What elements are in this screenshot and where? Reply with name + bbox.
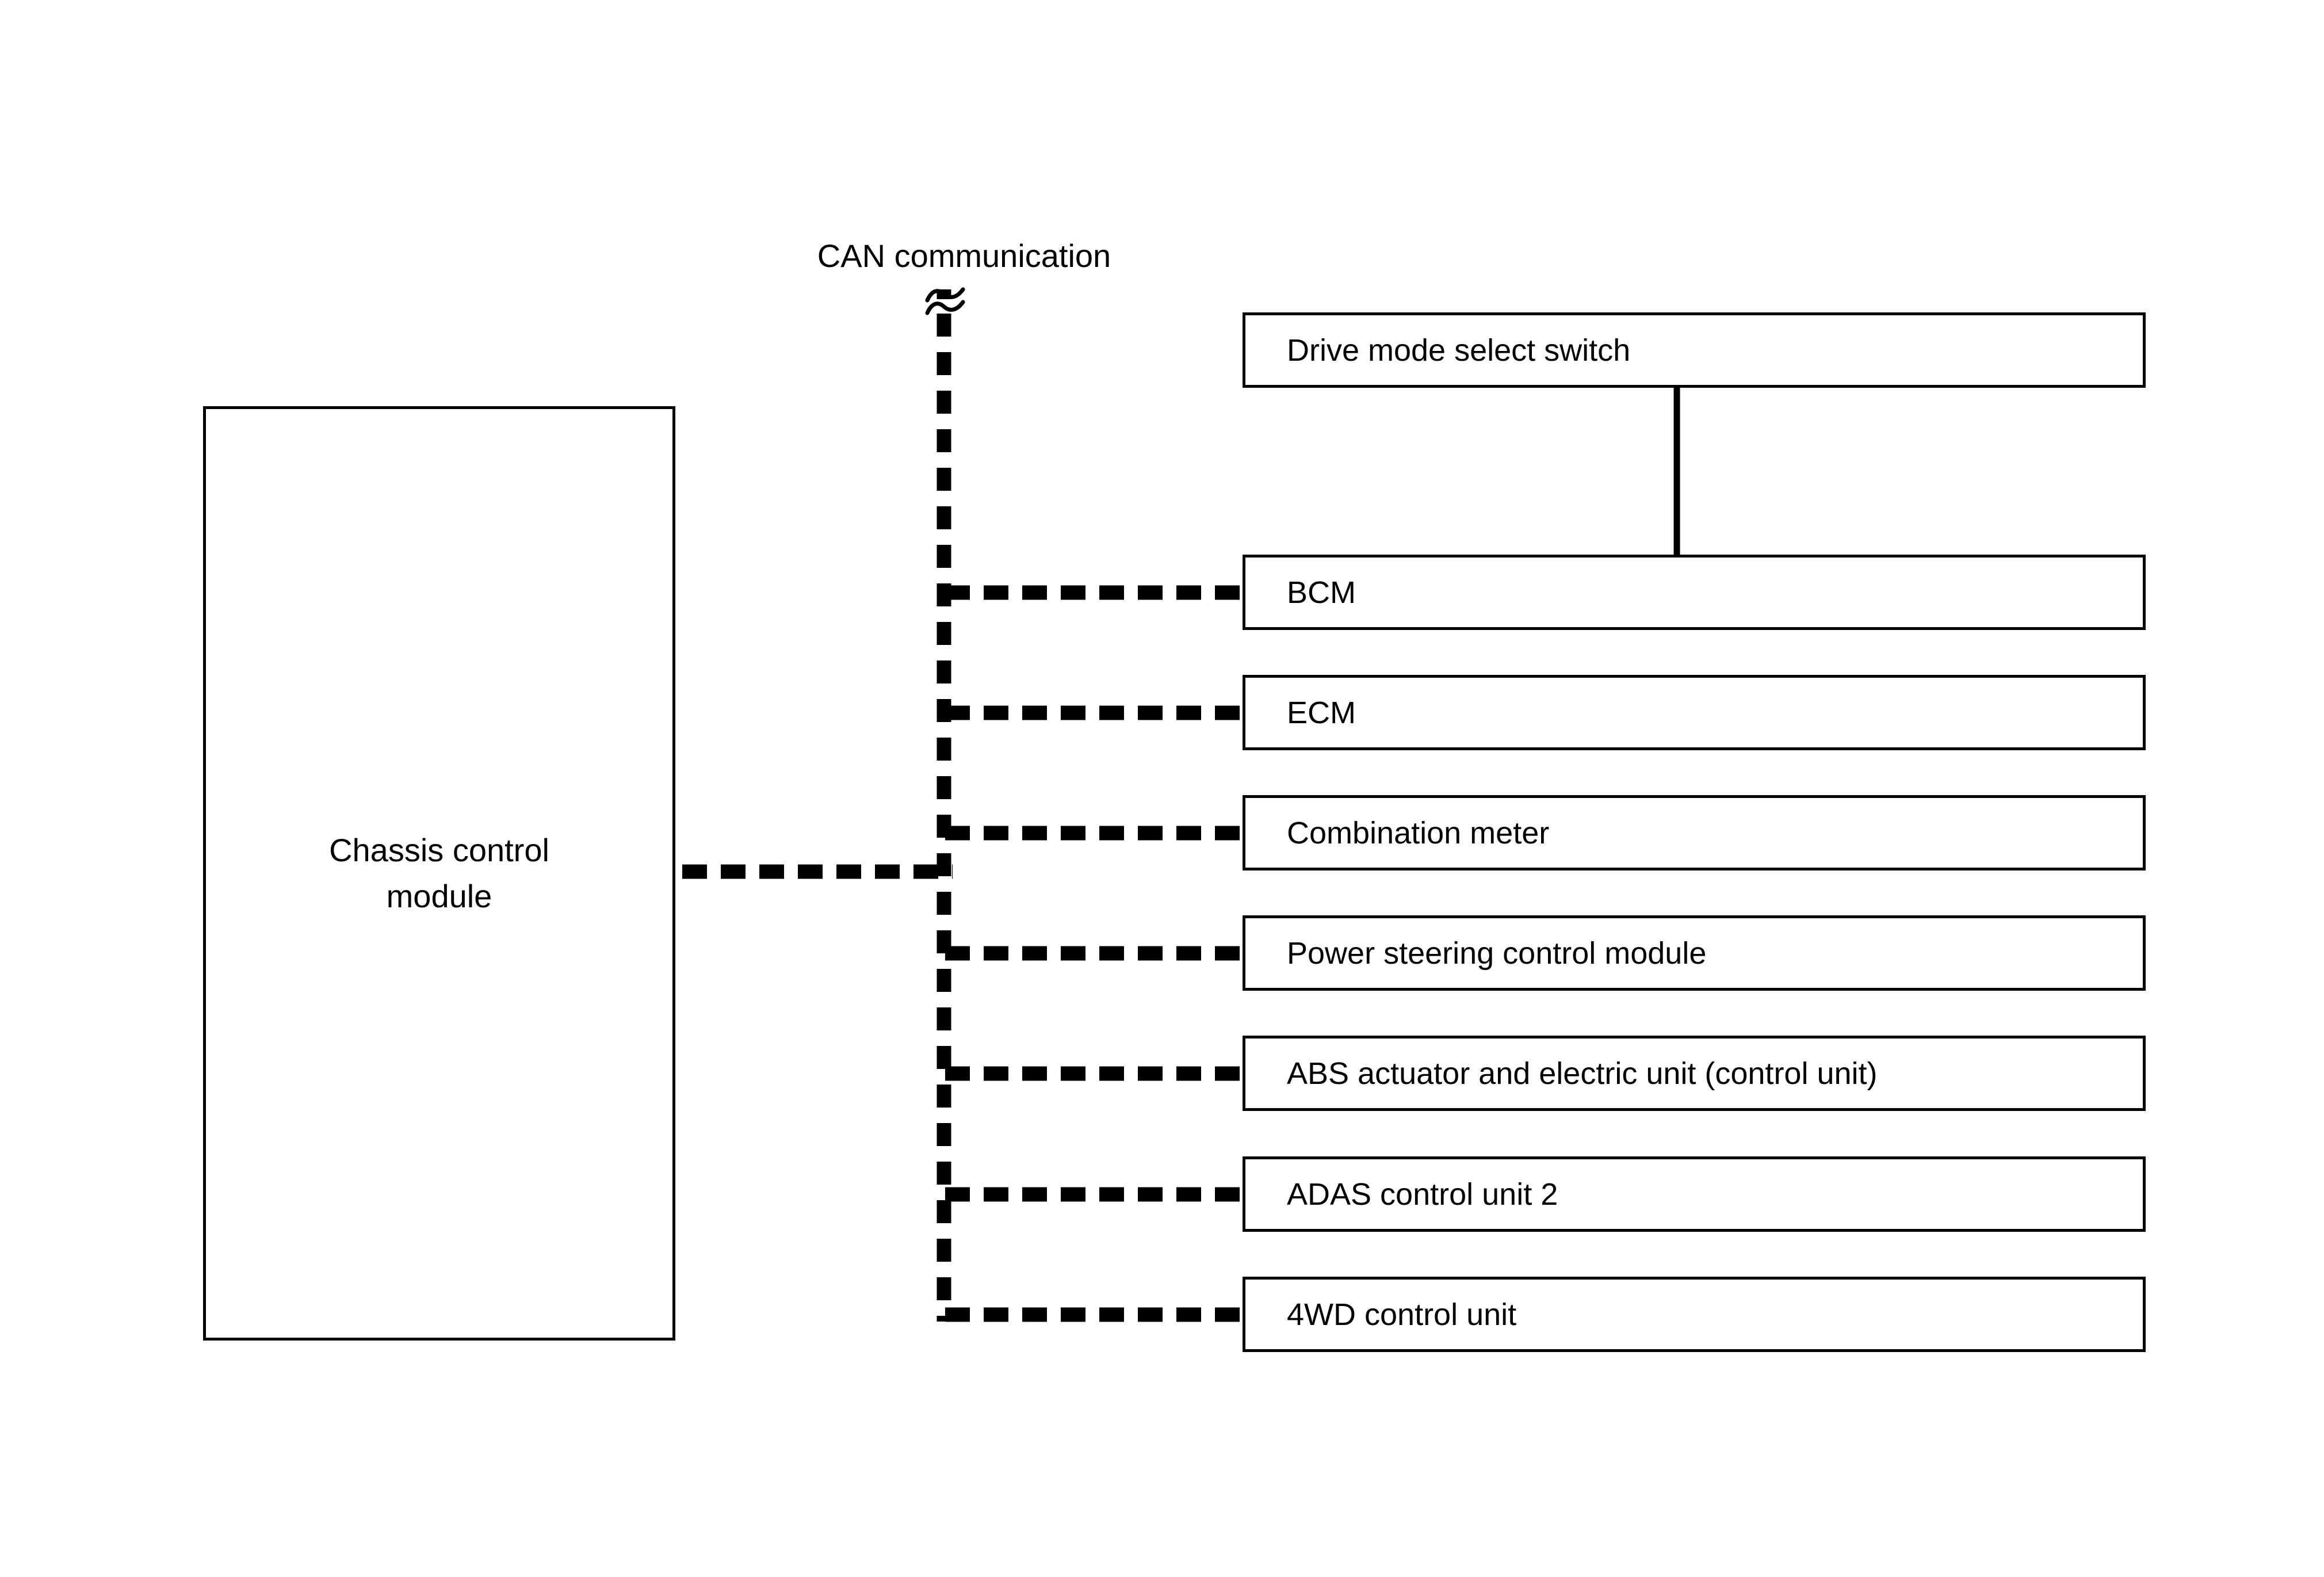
- chassis-label-line2: module: [386, 878, 492, 914]
- node-chassis-control-module: Chassis control module: [203, 406, 675, 1341]
- node-abs-actuator-and-electric-unit: ABS actuator and electric unit (control …: [1243, 1036, 2146, 1111]
- node-ecm: ECM: [1243, 675, 2146, 750]
- chassis-control-module-label: Chassis control module: [329, 827, 549, 919]
- node-drive-mode-select-switch: Drive mode select switch: [1243, 312, 2146, 388]
- can-bus-label: CAN communication: [817, 238, 1111, 274]
- node-power-steering-control-module: Power steering control module: [1243, 915, 2146, 991]
- node-label: ECM: [1287, 695, 1356, 730]
- chassis-label-line1: Chassis control: [329, 832, 549, 868]
- node-combination-meter: Combination meter: [1243, 795, 2146, 870]
- line-break-symbol: [925, 287, 965, 315]
- node-label: ABS actuator and electric unit (control …: [1287, 1056, 1878, 1091]
- node-label: Power steering control module: [1287, 935, 1707, 971]
- node-label: ADAS control unit 2: [1287, 1177, 1558, 1212]
- node-label: Drive mode select switch: [1287, 333, 1631, 368]
- node-label: BCM: [1287, 575, 1356, 610]
- node-bcm: BCM: [1243, 555, 2146, 630]
- node-adas-control-unit-2: ADAS control unit 2: [1243, 1156, 2146, 1232]
- node-4wd-control-unit: 4WD control unit: [1243, 1277, 2146, 1352]
- node-label: Combination meter: [1287, 815, 1550, 850]
- node-label: 4WD control unit: [1287, 1297, 1517, 1332]
